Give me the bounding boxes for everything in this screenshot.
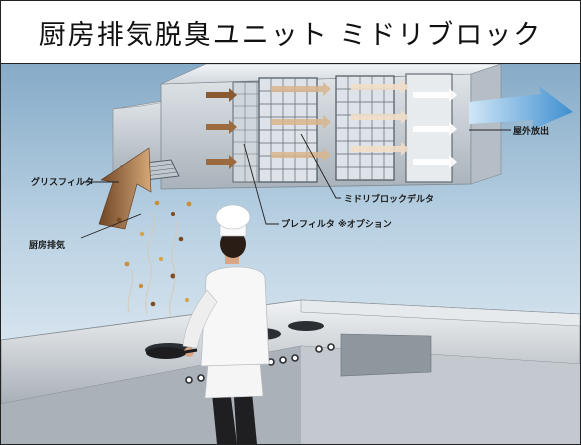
chef-figure [146,204,270,444]
midori-block-frame-1 [258,77,318,183]
midori-block-frame-2 [335,75,395,181]
airflow-arrows [206,80,457,169]
kitchen-illustration [1,63,580,444]
label-grease-filter: グリスフィルタ [31,178,94,188]
cooking-fumes [116,200,192,320]
outflow-arrow [469,86,573,130]
diagram-title: 厨房排気脱臭ユニット ミドリブロック [38,19,543,51]
title-bar: 厨房排気脱臭ユニット ミドリブロック [1,1,580,64]
label-pre-filter: プレフィルタ ※オプション [281,220,392,230]
label-kitchen-exhaust: 厨房排気 [29,241,66,251]
kitchen-range [1,299,580,444]
label-outdoor-exhaust: 屋外放出 [513,127,550,137]
illustration-scene: グリスフィルタ 厨房排気 ミドリブロックデルタ プレフィルタ ※オプション 屋外… [1,63,580,444]
label-leaders [80,129,511,239]
label-midori-block-delta: ミドリブロックデルタ [344,195,435,205]
